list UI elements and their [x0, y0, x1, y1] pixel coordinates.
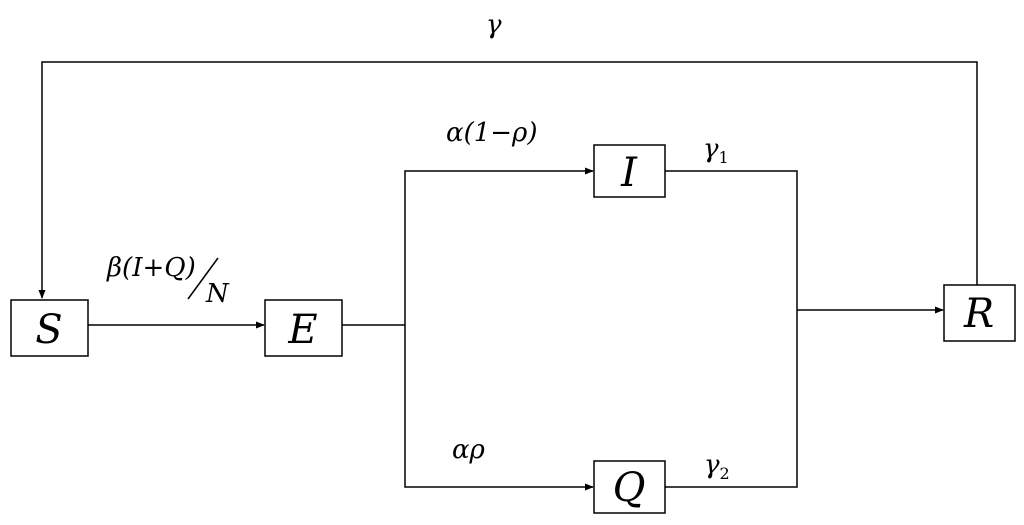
beta-i: I — [131, 253, 143, 283]
node-r: R — [943, 284, 1016, 342]
alpha-one-minus-rho-label: α(1−ρ) — [446, 118, 537, 148]
node-i: I — [593, 144, 666, 198]
alpha-i-rest: (1−ρ) — [464, 118, 538, 148]
node-i-label: I — [620, 150, 638, 196]
alpha-i-prefix: α — [446, 118, 464, 148]
svg-text:α(1−ρ): α(1−ρ) — [446, 118, 537, 148]
beta-prefix: β( — [106, 253, 133, 283]
gamma2-label: γ2 — [704, 450, 730, 483]
gamma1-subscript: 1 — [719, 148, 729, 167]
gamma1-label: γ1 — [703, 134, 729, 167]
edge-split-to-i — [404, 167, 594, 325]
beta-fraction-slash — [187, 257, 219, 300]
beta-q: Q — [164, 253, 185, 283]
node-e-label: E — [287, 307, 317, 353]
svg-text:γ1: γ1 — [703, 134, 729, 167]
gamma1-symbol: γ — [703, 134, 719, 164]
node-s-label: S — [35, 307, 62, 353]
edge-q-to-join — [665, 310, 798, 488]
node-s: S — [10, 299, 89, 357]
beta-n: N — [205, 279, 230, 309]
gamma-label: γ — [486, 10, 502, 40]
node-e: E — [264, 299, 343, 357]
gamma2-symbol: γ — [704, 450, 720, 480]
node-q-label: Q — [613, 465, 646, 511]
alpha-rho-label: αρ — [452, 435, 486, 465]
beta-close: ) — [185, 253, 196, 283]
svg-text:β(I+Q): β(I+Q) — [106, 253, 196, 283]
gamma2-subscript: 2 — [720, 464, 730, 483]
node-q: Q — [593, 460, 666, 514]
edge-split-to-q — [404, 325, 594, 491]
svg-text:γ2: γ2 — [704, 450, 730, 483]
beta-plus: + — [142, 253, 164, 283]
node-r-label: R — [963, 291, 994, 337]
beta-infection-rate-label: β(I+Q) N — [106, 253, 230, 309]
edge-i-to-join — [665, 170, 798, 310]
edge-r-to-s-loop — [38, 61, 978, 299]
